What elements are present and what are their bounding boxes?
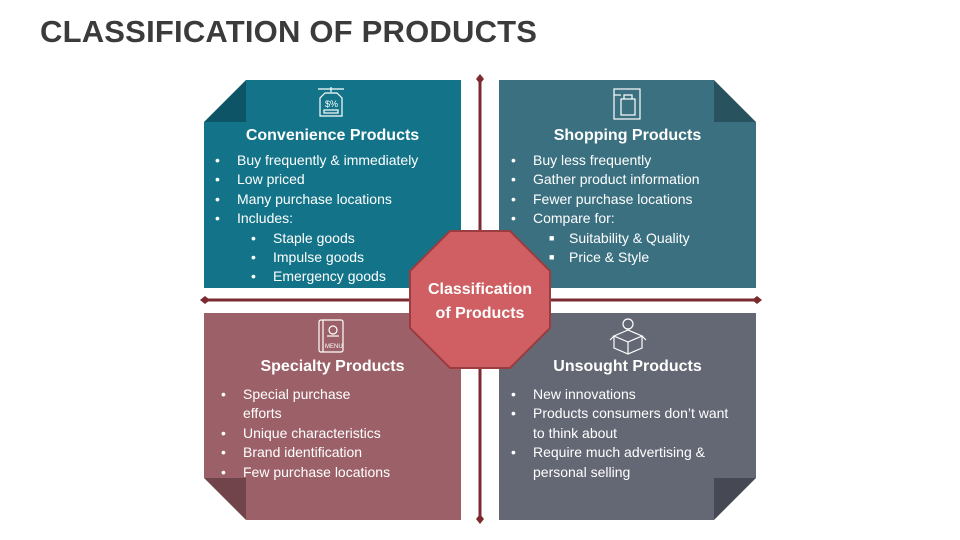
- list-item: •Buy frequently & immediately: [215, 152, 419, 168]
- menu-book-icon: MENU: [318, 319, 344, 353]
- list-item-continuation: to think about: [533, 424, 618, 441]
- svg-text:MENU: MENU: [325, 344, 343, 350]
- shopping-box: Shopping Products •Buy less frequently •…: [499, 80, 756, 288]
- center-label: Classification of Products: [412, 278, 548, 326]
- list-item-continuation: efforts: [243, 405, 282, 422]
- convenience-box: Convenience Products •Buy frequently & i…: [204, 80, 461, 288]
- shopping-heading: Shopping Products: [553, 127, 702, 144]
- list-item: •New innovations: [511, 386, 636, 402]
- list-item: •Brand identification: [221, 444, 363, 461]
- sub-list-item: ■Price & Style: [549, 249, 650, 266]
- unsought-heading: Unsought Products: [553, 358, 702, 375]
- list-item: •Require much advertising &: [511, 444, 705, 461]
- list-item: •Unique characteristics: [221, 424, 381, 441]
- svg-text:$%: $%: [325, 99, 338, 109]
- convenience-list: •Buy frequently & immediately •Low price…: [215, 151, 457, 287]
- center-label-line1: Classification: [427, 281, 533, 298]
- sub-list-item: ■Suitability & Quality: [549, 229, 690, 246]
- specialty-panel: [204, 313, 461, 520]
- list-item: •Products consumers don’t want: [511, 405, 729, 422]
- list-item: •Fewer purchase locations: [511, 190, 693, 207]
- list-item: •Buy less frequently: [511, 152, 652, 168]
- box-lightbulb-icon: [609, 318, 647, 355]
- unsought-list: •New innovations •Products consumers don…: [511, 385, 751, 482]
- list-item: •Few purchase locations: [221, 463, 391, 480]
- list-item: •Low priced: [215, 171, 305, 188]
- specialty-box: Specialty Products •Special purchase eff…: [204, 313, 461, 520]
- shopping-list: •Buy less frequently •Gather product inf…: [511, 151, 748, 267]
- shopping-bag-icon: [613, 88, 641, 120]
- specialty-heading: Specialty Products: [260, 358, 405, 375]
- list-item: •Many purchase locations: [215, 190, 392, 207]
- page-title: CLASSIFICATION OF PRODUCTS: [40, 14, 538, 49]
- sub-list-item: •Staple goods: [251, 229, 355, 246]
- price-tag-icon: $%: [318, 87, 344, 117]
- sub-list-item: •Emergency goods: [251, 268, 386, 285]
- list-item: •Includes:: [215, 210, 294, 227]
- convenience-heading: Convenience Products: [245, 127, 420, 144]
- list-item: •Compare for:: [511, 210, 615, 227]
- list-item: •Special purchase: [221, 386, 351, 402]
- specialty-list: •Special purchase efforts •Unique charac…: [221, 385, 453, 482]
- center-octagon: [409, 230, 551, 369]
- list-item-continuation: personal selling: [533, 463, 631, 480]
- convenience-panel: [204, 80, 461, 288]
- sub-list-item: •Impulse goods: [251, 249, 365, 266]
- list-item: •Gather product information: [511, 171, 700, 188]
- center-label-line2: of Products: [435, 305, 525, 322]
- unsought-box: Unsought Products •New innovations •Prod…: [499, 313, 756, 520]
